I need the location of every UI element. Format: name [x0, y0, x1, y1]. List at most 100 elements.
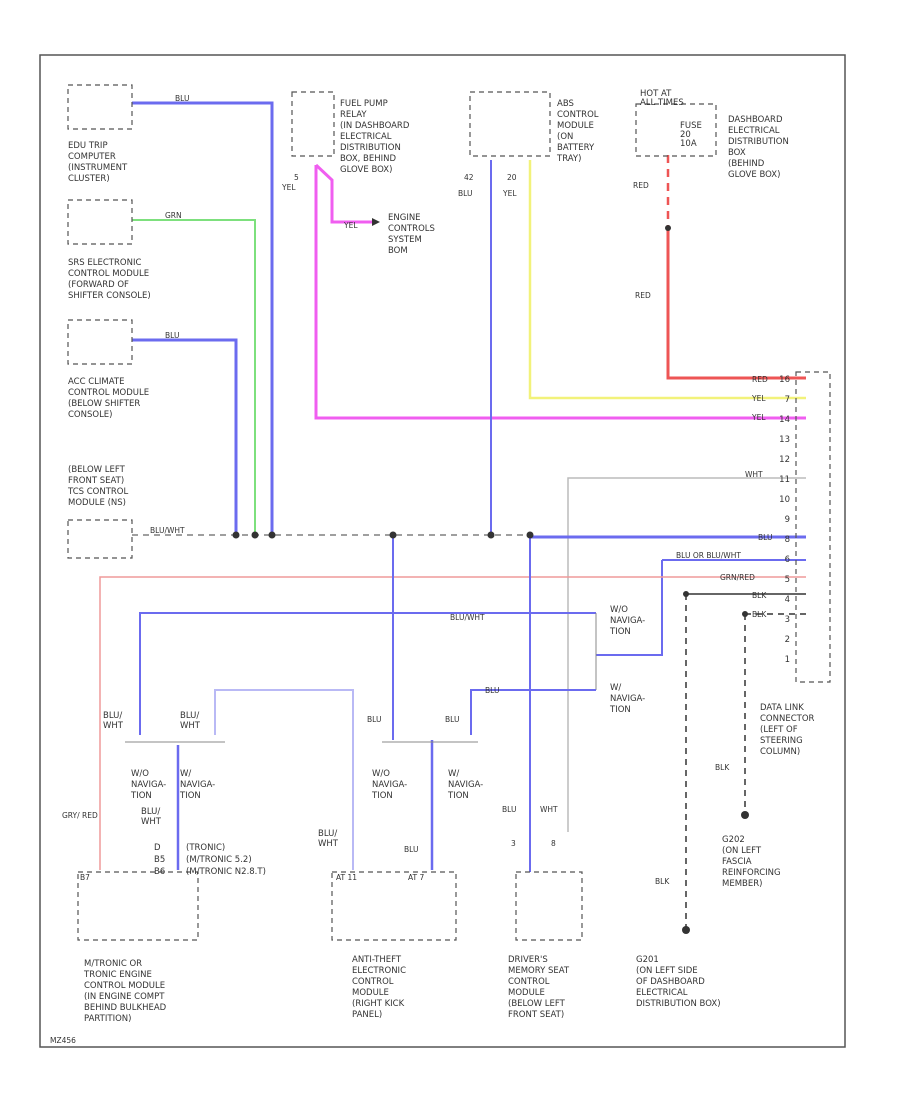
label-line: ELECTRICAL	[636, 988, 688, 998]
label-line: CONTROL MODULE	[84, 981, 165, 991]
wire-blu-w	[470, 689, 596, 735]
label-line: G201	[636, 955, 659, 965]
wire-label-grnred-pcm: GRY/ RED	[62, 811, 98, 820]
wire-label-blk-2: BLK	[752, 610, 767, 619]
box-trip-computer	[67, 84, 133, 130]
label-line: SRS ELECTRONIC	[68, 258, 141, 268]
label-line: W/	[448, 769, 459, 779]
pin-abs-42: 42	[464, 173, 474, 182]
label-line: (IN DASHBOARD	[340, 121, 410, 131]
wire-magenta	[314, 165, 806, 420]
label-line: STEERING	[760, 736, 803, 746]
wire-label-blu-at2: BLU	[445, 715, 459, 724]
wire-label-wht-dlc: WHT	[745, 470, 763, 479]
box-tcs	[67, 519, 133, 559]
wire-bluwht-w	[214, 689, 354, 870]
label-line: WHT	[103, 721, 124, 731]
wire-label-blu-trip: BLU	[175, 94, 189, 103]
label-line: DASHBOARD	[728, 115, 783, 125]
label-line: TCS CONTROL	[67, 487, 128, 497]
diagram-footnote: MZ456	[50, 1036, 76, 1045]
wire-magenta-branch	[314, 163, 372, 224]
label-line: RELAY	[340, 110, 367, 120]
label-line: NAVIGA-	[610, 616, 645, 626]
wire-bluwht-wo	[139, 612, 596, 735]
box-dlc	[795, 371, 831, 683]
junction-dot	[683, 591, 689, 597]
wire-grn-srs	[132, 219, 256, 535]
label-line: (M/TRONIC 5.2)	[186, 855, 252, 865]
pin-ms-3: 3	[511, 839, 516, 848]
junction-dot	[251, 531, 259, 539]
box-srs	[67, 199, 133, 245]
label-line: MODULE	[508, 988, 545, 998]
label-line: ELECTRICAL	[340, 132, 392, 142]
label-line: NAVIGA-	[372, 780, 407, 790]
junction-dot	[389, 531, 397, 539]
wire-label-bluwht-tcs: BLU/WHT	[150, 526, 185, 535]
label-line: ALL TIMES	[640, 98, 684, 108]
label-line: 6	[785, 555, 790, 565]
label-line: (FORWARD OF	[68, 280, 129, 290]
diagram-frame	[39, 54, 846, 1048]
wire-label-blu-mid: BLU	[485, 686, 499, 695]
pin-ms-8: 8	[551, 839, 556, 848]
label-line: CONTROL	[508, 977, 550, 987]
junction-dot	[526, 531, 534, 539]
wire-label-blu-dlc: BLU	[758, 533, 772, 542]
label-line: 14	[779, 415, 790, 425]
label-line: G202	[722, 835, 745, 845]
label-line: (RIGHT KICK	[352, 999, 405, 1009]
label-line: CONTROL MODULE	[68, 269, 149, 279]
label-line: TION	[609, 705, 631, 715]
label-line: DRIVER'S	[508, 955, 548, 965]
label-line: D	[154, 843, 161, 853]
wire-yel-abs	[528, 160, 806, 400]
pin-at-11: AT 11	[336, 873, 357, 882]
label-line: CONTROLS	[388, 224, 435, 234]
label-line: (BEHIND	[728, 159, 765, 169]
label-line: FUEL PUMP	[340, 99, 388, 109]
wire-label-yel-dlc-2: YEL	[751, 413, 766, 422]
label-line: MODULE	[557, 121, 594, 131]
label-line: B6	[154, 867, 165, 877]
pcm-pins-label: (TRONIC)(M/TRONIC 5.2)(M/TRONIC N2.8.T)	[186, 843, 266, 877]
label-line: W/O	[131, 769, 149, 779]
wire-label-blu-acc: BLU	[165, 331, 179, 340]
label-line: (ON LEFT SIDE	[636, 966, 698, 976]
label-line: 3	[785, 615, 790, 625]
wire-label-bluor: BLU OR BLU/WHT	[676, 551, 741, 560]
wire-label-blk-1: BLK	[752, 591, 767, 600]
label-line: TION	[447, 791, 469, 801]
pin-abs-20: 20	[507, 173, 517, 182]
label-line: 5	[785, 575, 790, 585]
label-line: (M/TRONIC N2.8.T)	[186, 867, 266, 877]
wire-label-blu-ms: BLU	[502, 805, 516, 814]
label-line: HOT AT	[640, 89, 672, 99]
wire-label-bluwht-pcm: BLU/WHT	[141, 807, 162, 827]
wire-label-yel-dlc: YEL	[751, 394, 766, 403]
wire-label-wht-ms: WHT	[540, 805, 558, 814]
label-line: 1	[785, 655, 790, 665]
label-line: EDU TRIP	[68, 141, 108, 151]
label-line: (ON	[557, 132, 573, 142]
box-relay	[291, 91, 335, 157]
box-pcm	[77, 871, 199, 941]
junction-dot	[742, 611, 748, 617]
box-abs	[469, 91, 551, 157]
label-line: (BELOW LEFT	[68, 465, 126, 475]
label-line: WHT	[318, 839, 339, 849]
wire-label-bluwht-left2: BLU/WHT	[180, 711, 201, 731]
label-line: FASCIA	[722, 857, 752, 867]
